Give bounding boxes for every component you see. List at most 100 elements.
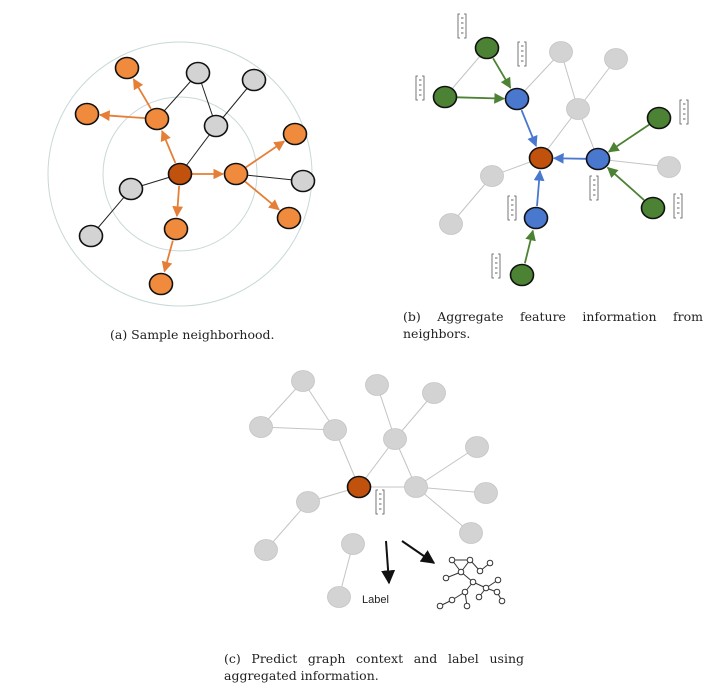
edge [607, 123, 650, 153]
graph-node [504, 87, 530, 111]
graph-node [474, 482, 498, 504]
graph-node [422, 382, 446, 404]
edge [244, 180, 280, 211]
edge [415, 486, 472, 534]
edge [492, 57, 512, 89]
graph-node [185, 61, 211, 85]
caption-c: (c) Predict graph context and label usin… [224, 651, 524, 683]
label-text: Label [362, 594, 389, 606]
panel-c-feature-vectors [375, 489, 385, 515]
graph-node [585, 147, 611, 171]
feature-vector-icon [517, 41, 527, 67]
graph-node [167, 162, 193, 186]
context-arrow [401, 540, 436, 564]
graph-node [341, 533, 365, 555]
feature-vector-icon [673, 193, 683, 219]
mini-node [494, 576, 502, 584]
panel-c-nodes [249, 370, 498, 608]
mini-node [457, 568, 465, 576]
graph-node [144, 107, 170, 131]
graph-node [566, 98, 590, 120]
graph-node [459, 522, 483, 544]
graph-node [114, 56, 140, 80]
mini-node [486, 559, 494, 567]
graph-node [276, 206, 302, 230]
feature-vector-icon [457, 13, 467, 39]
graph-context-icon [436, 556, 506, 610]
graph-node [549, 41, 573, 63]
graph-node [383, 428, 407, 450]
graph-node [604, 48, 628, 70]
edge [523, 229, 536, 264]
graph-node [282, 122, 308, 146]
caption-a: (a) Sample neighborhood. [110, 327, 275, 342]
mini-node [466, 556, 474, 564]
graph-node [439, 213, 463, 235]
edge [172, 185, 184, 218]
graph-node [291, 370, 315, 392]
mini-node [498, 597, 506, 605]
edge [132, 78, 152, 110]
edge [552, 152, 587, 164]
edge [260, 426, 336, 431]
mini-node [482, 584, 490, 592]
edge [606, 166, 645, 201]
mini-node [493, 588, 501, 596]
graph-node [480, 165, 504, 187]
graph-node [148, 272, 174, 296]
graph-node [203, 114, 229, 138]
feature-vector-icon [679, 99, 689, 125]
feature-vector-icon [491, 253, 501, 279]
panel-b-edges [444, 47, 670, 264]
mini-node [475, 593, 483, 601]
graph-node [528, 146, 554, 170]
graph-node [327, 586, 351, 608]
feature-vector-icon [589, 175, 599, 201]
edge [161, 240, 174, 273]
graph-node [290, 169, 316, 193]
feature-vector-icon [507, 195, 517, 221]
graph-node [163, 217, 189, 241]
mini-node [448, 556, 456, 564]
graph-node [646, 106, 672, 130]
graph-node [118, 177, 144, 201]
edge [245, 140, 286, 169]
graph-node [465, 436, 489, 458]
edge [98, 110, 146, 122]
panel-b-nodes [432, 36, 681, 287]
panel-a-nodes [74, 56, 316, 296]
graph-node [640, 196, 666, 220]
mini-node [461, 588, 469, 596]
mini-node [448, 596, 456, 604]
panel-b-feature-vectors [415, 13, 689, 279]
label-arrow [381, 540, 396, 585]
graph-node [249, 416, 273, 438]
graph-node [365, 374, 389, 396]
feature-vector-icon [375, 489, 385, 515]
graph-node [432, 85, 458, 109]
graph-node [223, 162, 249, 186]
caption-b: (b) Aggregate feature information from n… [403, 309, 703, 341]
mini-node [463, 602, 471, 610]
graph-node [241, 68, 267, 92]
graph-node [78, 224, 104, 248]
panel-c-edges [260, 380, 487, 598]
edge [456, 92, 506, 104]
graph-node [74, 102, 100, 126]
graph-node [509, 263, 535, 287]
edge [520, 109, 538, 147]
graph-node [346, 475, 372, 499]
graph-node [323, 419, 347, 441]
edge [415, 446, 478, 488]
edge [533, 169, 545, 207]
panel-a-edges [90, 72, 304, 273]
graph-node [523, 206, 549, 230]
edge [160, 129, 177, 164]
mini-node [476, 567, 484, 575]
graph-node [474, 36, 500, 60]
mini-node [436, 602, 444, 610]
graph-node [657, 156, 681, 178]
graph-node [404, 476, 428, 498]
graph-node [254, 539, 278, 561]
